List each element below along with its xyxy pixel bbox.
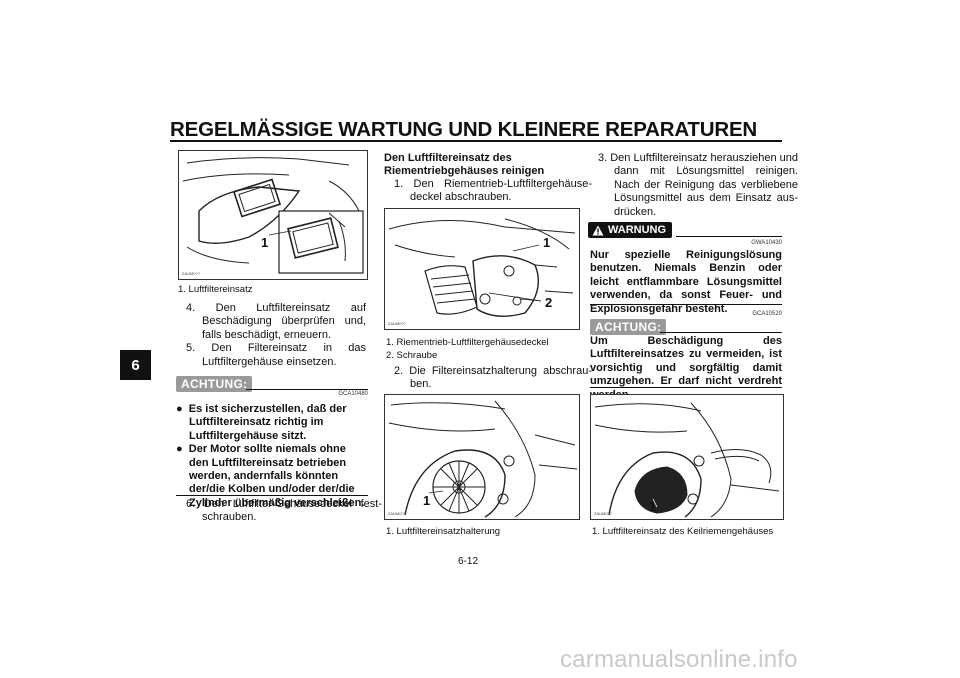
- col3-warning-rule-top: [676, 236, 782, 237]
- col1-step-4: 4. Den Luftfiltereinsatz auf Beschädigun…: [186, 302, 366, 341]
- col1-step-5: 5. Den Filtereinsatz in das Luftfilterge…: [186, 342, 366, 368]
- col1-notice-ref: GCA10480: [338, 391, 368, 397]
- figure-3: 1 ZAUM0??: [384, 394, 580, 520]
- watermark: carmanualsonline.info: [560, 646, 798, 673]
- col3-warning-rule-bottom: [590, 304, 782, 305]
- col3-warning-header: WARNUNG: [588, 222, 673, 241]
- figure-4-caption-1: 1. Luftfiltereinsatz des Keilriemengehäu…: [592, 526, 774, 537]
- col1-notice-label: ACHTUNG:: [176, 376, 253, 392]
- col1-notice-rule-bottom: [176, 495, 368, 496]
- col1-notice-bullet-2: ● Der Motor sollte niemals ohne den Luft…: [176, 443, 365, 509]
- col2-step-2: 2. Die Filtereinsatzhalterung abschrau­b…: [394, 365, 592, 391]
- header-rule: [170, 140, 782, 142]
- col3-notice-label: ACHTUNG:: [590, 319, 667, 335]
- col1-notice-bullet-2-text: Der Motor sollte niemals ohne den Luftfi…: [188, 443, 365, 509]
- figure-4-illustration: [594, 402, 780, 518]
- col3-warning-text: Nur spezielle Reinigungslösung benut­zen…: [590, 249, 782, 315]
- page-number: 6-12: [458, 556, 479, 567]
- figure-4-callout-1: 1: [649, 499, 657, 514]
- figure-1-code: ZAUM0??: [182, 271, 201, 276]
- col3-notice-text: Um Beschädigung des Luftfiltereinsat­zes…: [590, 335, 782, 401]
- col1-notice-rule-top: [246, 389, 368, 390]
- col1-steps: 4. Den Luftfiltereinsatz auf Beschädigun…: [186, 302, 366, 369]
- col2-heading: Den Luftfiltereinsatz des Riementrieb­ge…: [384, 152, 545, 178]
- col1-notice-bullets: ● Es ist sicherzustellen, daß der Luft­f…: [176, 403, 368, 510]
- figure-3-code: ZAUM0??: [388, 511, 407, 516]
- figure-1-illustration: [182, 157, 364, 274]
- col3-warning-label: WARNUNG: [608, 224, 667, 236]
- col1-notice-bullet-1: ● Es ist sicherzustellen, daß der Luft­f…: [176, 403, 347, 442]
- col3-notice-header: ACHTUNG:: [590, 318, 667, 336]
- figure-1-caption-1: 1. Luftfiltereinsatz: [178, 284, 253, 295]
- col2-step-1: 1. Den Riementrieb-Luftfiltergehäuse­dec…: [394, 178, 592, 204]
- figure-3-callout-1: 1: [423, 493, 431, 508]
- col1-step-6: 6. Den Luftfilter-Gehäusedeckel fest­sch…: [186, 498, 382, 524]
- figure-1: 1 ZAUM0??: [178, 150, 368, 280]
- figure-2-caption-2: 2. Schraube: [386, 350, 438, 361]
- figure-3-illustration: [388, 400, 578, 518]
- chapter-tab: 6: [120, 350, 151, 380]
- figure-2-code: ZAUM0??: [388, 321, 407, 326]
- col3-notice-rule-bottom: [590, 387, 782, 388]
- col3-notice-ref: GCA10520: [752, 311, 782, 317]
- figure-4-code: ZAUM0??: [594, 511, 613, 516]
- col3-notice-rule-top: [660, 332, 782, 333]
- figure-2-callout-2: 2: [545, 295, 553, 310]
- col3-warning-label-box: WARNUNG: [588, 222, 673, 238]
- warning-triangle-icon: [592, 225, 604, 235]
- figure-2-captions: 1. Riementrieb-Luftfiltergehäusedeckel 2…: [386, 336, 549, 362]
- figure-2-caption-1: 1. Riementrieb-Luftfiltergehäusedeckel: [386, 337, 549, 348]
- col3-warning-ref: GWA10430: [751, 240, 782, 246]
- figure-2: 1 2 ZAUM0??: [384, 208, 580, 330]
- figure-3-caption-1: 1. Luftfiltereinsatzhalterung: [386, 526, 501, 537]
- page-header-title: REGELMÄSSIGE WARTUNG UND KLEINERE REPARA…: [170, 118, 758, 141]
- col1-notice-bullet-1-text: Es ist sicherzustellen, daß der Luft­fil…: [188, 403, 347, 442]
- figure-4: 1 ZAUM0??: [590, 394, 784, 520]
- figure-1-callout-1: 1: [261, 235, 269, 250]
- col1-notice-header: ACHTUNG:: [176, 375, 368, 393]
- figure-2-callout-1: 1: [543, 235, 551, 250]
- col3-step-3: 3. Den Luftfiltereinsatz herausziehen un…: [598, 152, 798, 218]
- figure-2-illustration: [388, 218, 576, 317]
